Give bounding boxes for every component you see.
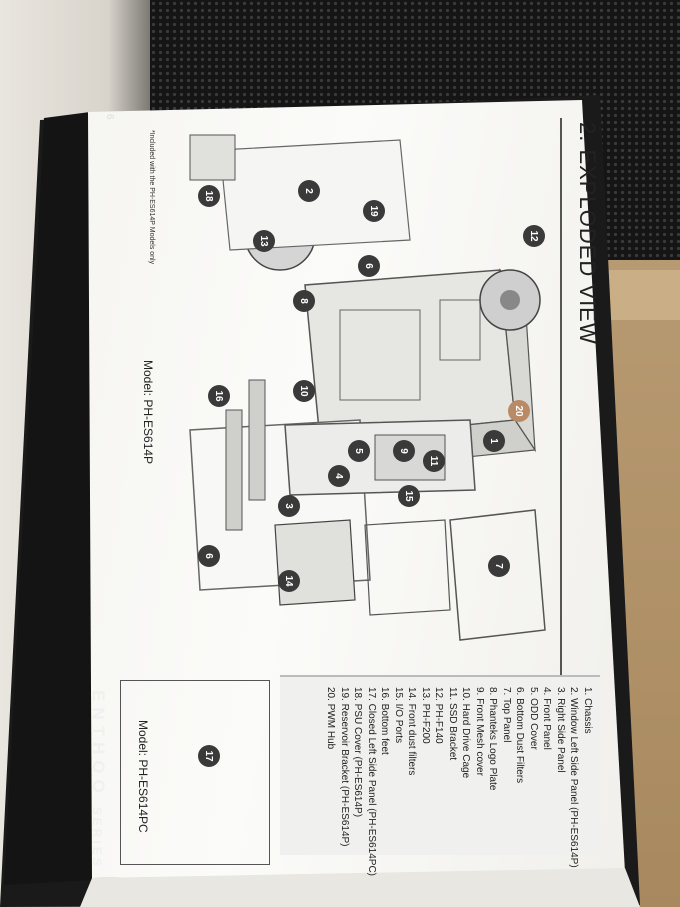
parts-list-item: 5. ODD Cover	[528, 687, 539, 750]
rotated-page-content: 2. EXPLODED VIEW 6 1 2	[88, 110, 620, 880]
callout-13: 13	[253, 230, 275, 252]
chassis-cage-drawing	[339, 309, 421, 401]
parts-list-item: 3. Right Side Panel	[555, 687, 566, 773]
parts-list-item: 15. I/O Ports	[393, 687, 404, 744]
callout-6-secondary: 6	[358, 255, 380, 277]
parts-list-item: 13. PH-F200	[420, 687, 431, 744]
parts-list-item: 20. PWM Hub	[325, 687, 337, 750]
callout-12: 12	[523, 225, 545, 247]
model-label-main: Model: PH-ES614P	[141, 360, 155, 465]
callout-16: 16	[208, 385, 230, 407]
top-panel-drawing	[449, 509, 546, 641]
callout-2: 2	[298, 180, 320, 202]
callout-9: 9	[393, 440, 415, 462]
callout-14: 14	[278, 570, 300, 592]
psu-cover-drawing	[189, 134, 236, 181]
parts-list-item: 7. Top Panel	[501, 687, 512, 743]
parts-list-item: 6. Bottom Dust Filters	[514, 687, 526, 784]
brand-name: ENTHOO	[89, 690, 108, 799]
model-label-inset: Model: PH-ES614PC	[136, 720, 150, 833]
parts-list-item: 4. Front Panel	[541, 687, 553, 750]
bottom-dust-filter-drawing	[364, 519, 451, 616]
parts-list-item: 18. PSU Cover (PH-ES614P)	[352, 687, 364, 818]
chassis-bay-drawing	[439, 299, 481, 361]
parts-list-item: 19. Reservoir Bracket (PH-ES614P)	[339, 687, 350, 847]
callout-3: 3	[278, 495, 300, 517]
front-dust-filter-drawing	[274, 519, 356, 606]
callout-8: 8	[293, 290, 315, 312]
callout-10: 10	[293, 380, 315, 402]
brand-logo: ENTHOO SERIES	[88, 690, 108, 869]
callout-18: 18	[198, 185, 220, 207]
callout-1: 1	[483, 430, 505, 452]
callout-5: 5	[348, 440, 370, 462]
callout-11: 11	[423, 450, 445, 472]
callout-4: 4	[328, 465, 350, 487]
parts-list-item: 16. Bottom feet	[379, 687, 391, 755]
parts-list-item: 11. SSD Bracket	[447, 687, 458, 761]
parts-list-item: 9. Front Mesh cover	[474, 687, 485, 776]
callout-15: 15	[398, 485, 420, 507]
bottom-foot-drawing	[225, 409, 243, 531]
parts-list: 1. Chassis 2. Window Left Side Panel (PH…	[280, 675, 600, 876]
exploded-view-drawing	[189, 134, 546, 641]
footnote: *Included with the PH-ES614P Models only	[148, 130, 155, 265]
callout-6: 6	[198, 545, 220, 567]
callout-20: 20	[508, 400, 530, 422]
callout-7: 7	[488, 555, 510, 577]
fan-hub-drawing	[500, 290, 520, 310]
brand-series: SERIES	[90, 806, 104, 869]
callout-19: 19	[363, 200, 385, 222]
parts-list-item: 14. Front dust filters	[406, 687, 418, 776]
background-box-edge	[600, 270, 680, 320]
bottom-foot-drawing	[248, 379, 266, 501]
page-number: 6	[104, 114, 115, 120]
parts-list-item: 8. Phanteks Logo Plate	[487, 687, 499, 791]
parts-list-item: 12. PH-F140	[433, 687, 445, 744]
parts-list-item: 17. Closed Left Side Panel (PH-ES614PC)	[366, 687, 377, 876]
parts-list-item: 10. Hard Drive Cage	[460, 687, 472, 779]
parts-list-item: 1. Chassis	[582, 687, 593, 734]
parts-list-item: 2. Window Left Side Panel (PH-ES614P)	[568, 687, 580, 868]
